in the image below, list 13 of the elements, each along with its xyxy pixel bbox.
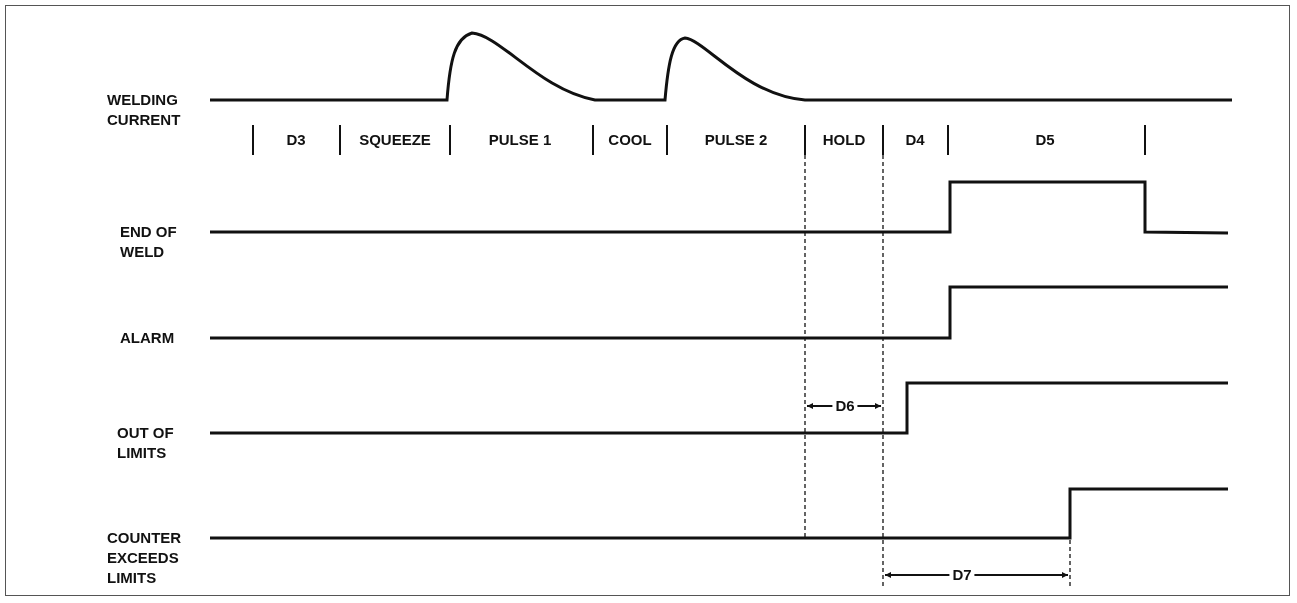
phase-label: SQUEEZE bbox=[359, 130, 431, 150]
signal-name: OUT OF LIMITS bbox=[117, 423, 175, 463]
signal-name: ALARM bbox=[120, 328, 176, 348]
phase-label: PULSE 2 bbox=[704, 130, 768, 150]
phase-label: COOL bbox=[608, 130, 652, 150]
phase-label: D3 bbox=[286, 130, 306, 150]
phase-label: D4 bbox=[905, 130, 925, 150]
signal-name: WELDING CURRENT bbox=[107, 90, 182, 130]
signal-name: END OF WELD bbox=[120, 222, 178, 262]
phase-label: HOLD bbox=[822, 130, 866, 150]
phase-label: PULSE 1 bbox=[488, 130, 552, 150]
phase-label: D5 bbox=[1035, 130, 1055, 150]
signal-name: COUNTER EXCEEDS LIMITS bbox=[107, 528, 183, 588]
